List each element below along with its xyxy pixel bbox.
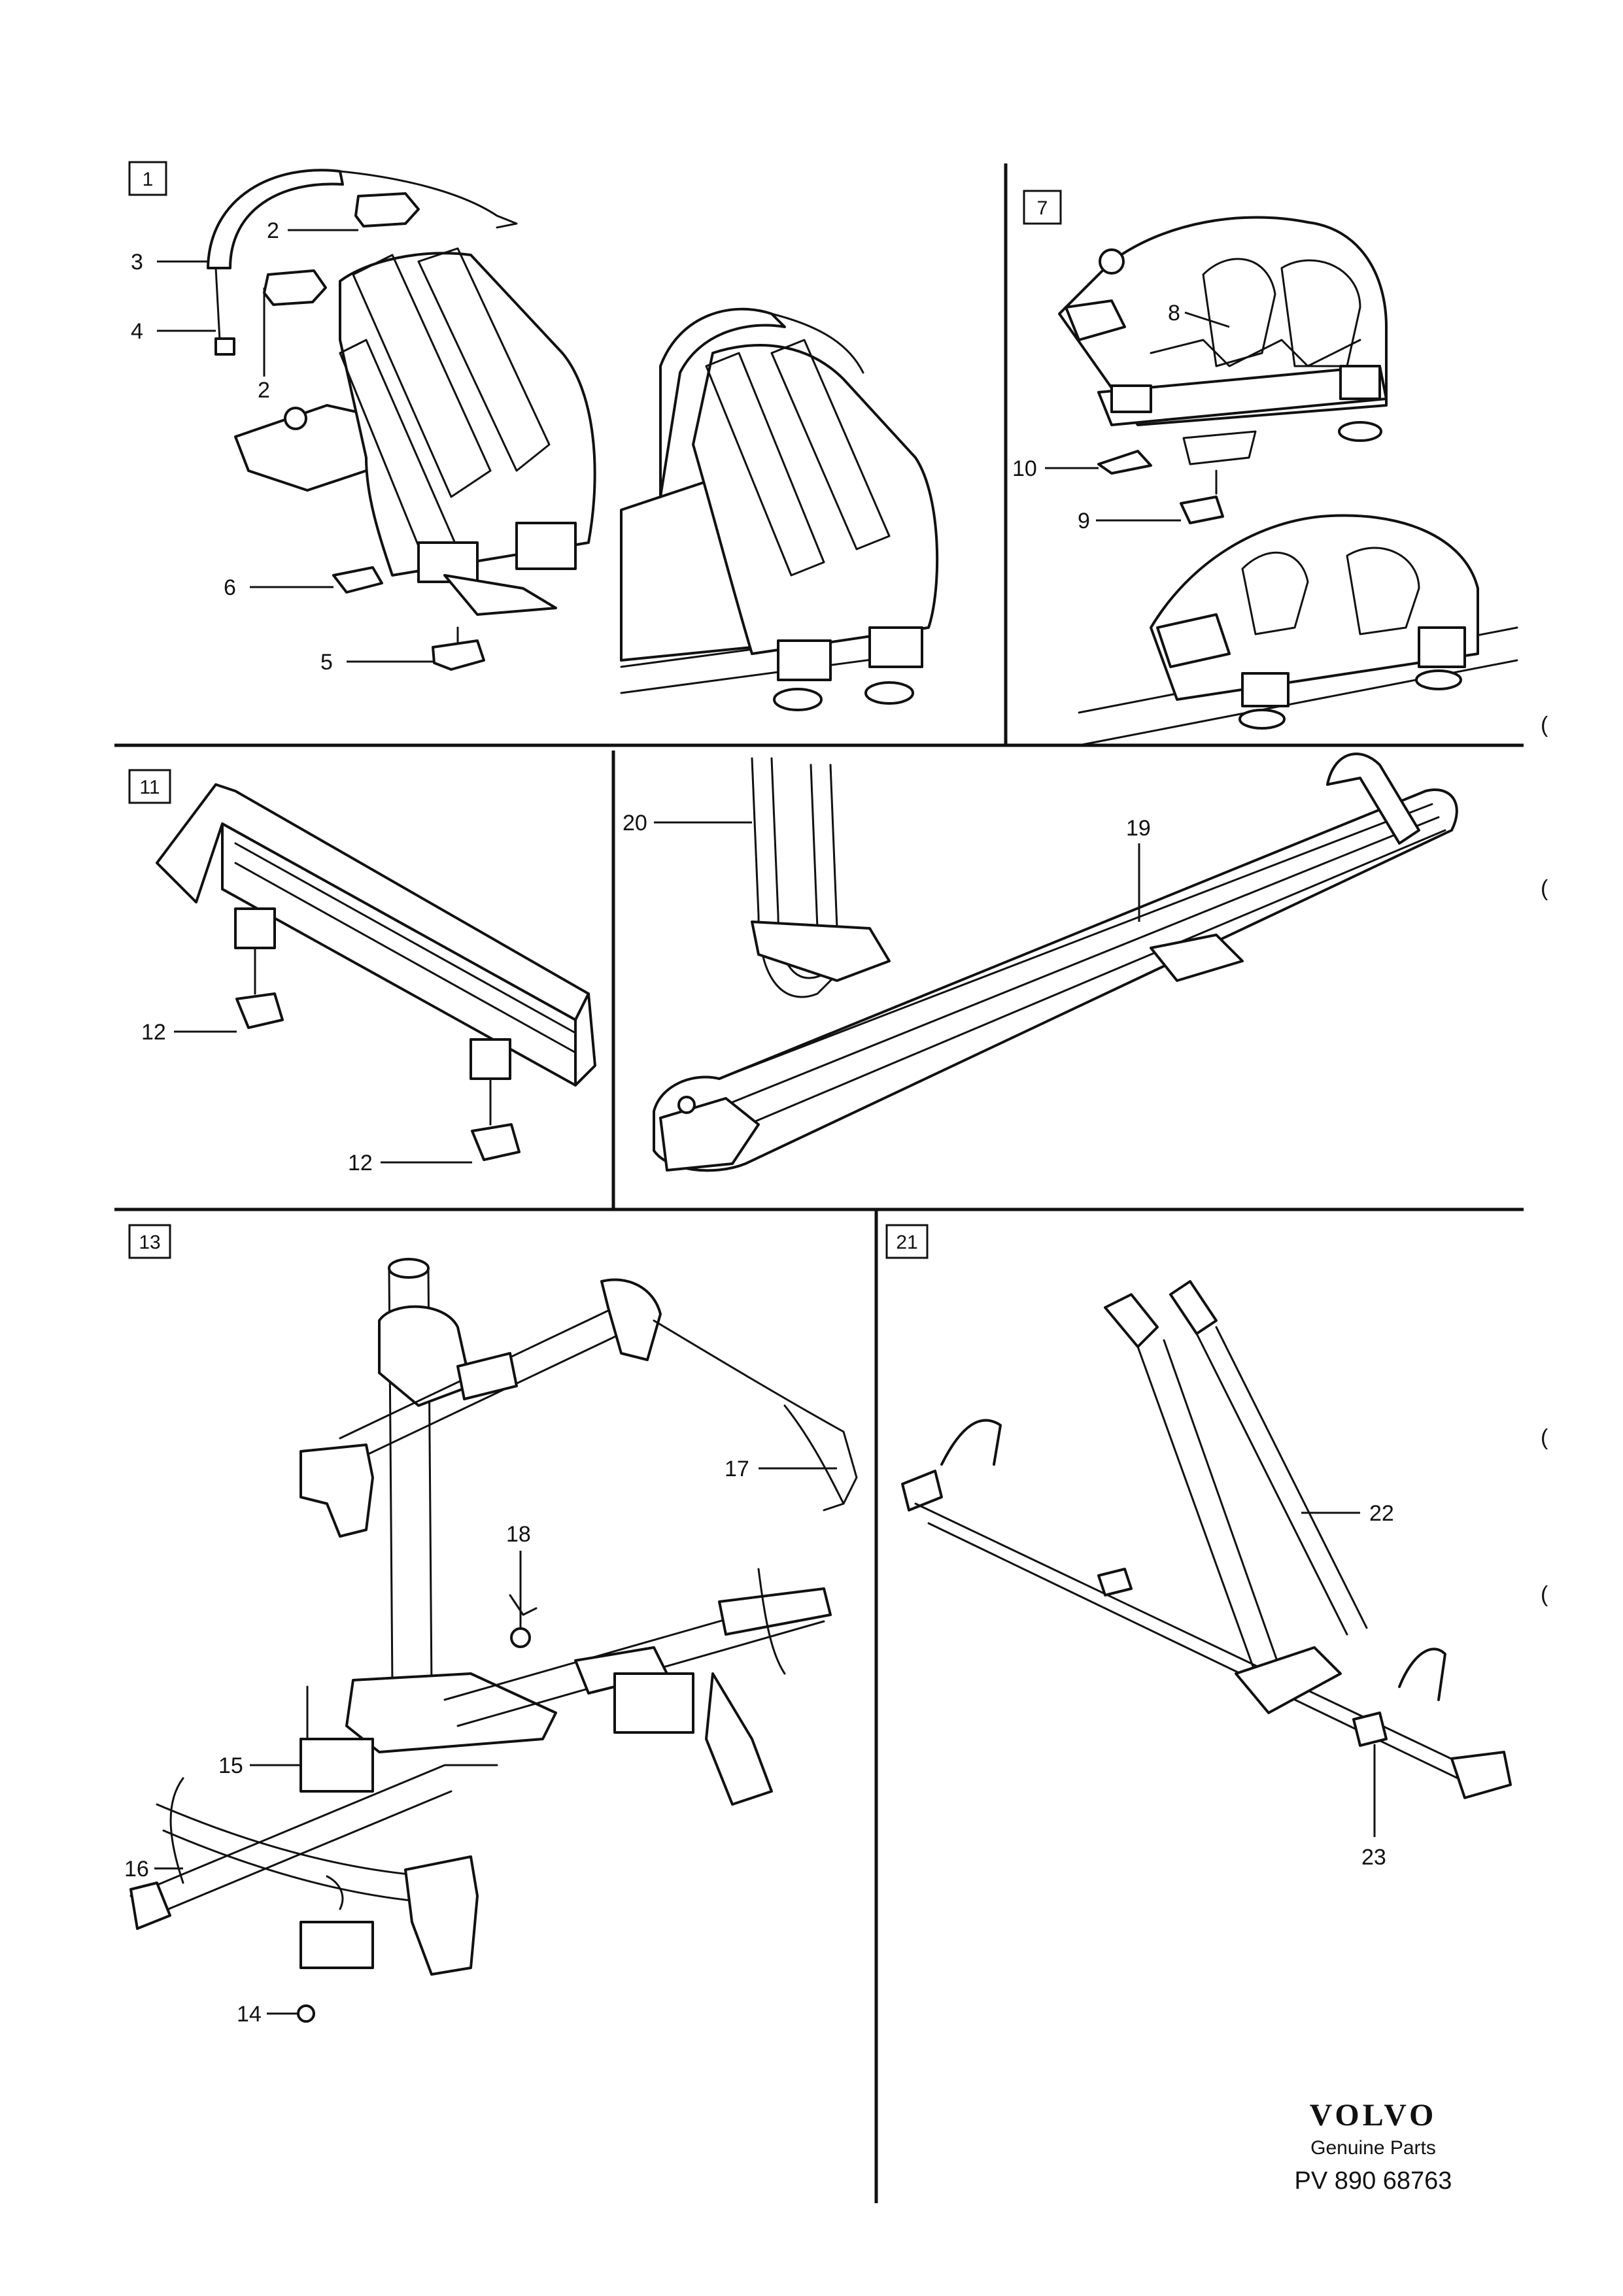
panel-13-towbar-rack-drawing	[129, 1258, 858, 2023]
panel-21-bike-holder-drawing	[901, 1280, 1512, 1799]
panel-21-callouts: 22 23	[1301, 1501, 1394, 1870]
callout-12-lower: 12	[348, 1151, 373, 1175]
brand-block: VOLVO Genuine Parts PV 890 68763	[1256, 2097, 1491, 2195]
panel-13-callouts: 18 17 15 16 14	[124, 1457, 837, 2027]
callout-10: 10	[1012, 456, 1037, 481]
svg-text:11: 11	[139, 777, 160, 798]
svg-text:(: (	[1541, 1425, 1548, 1450]
callout-17: 17	[725, 1457, 749, 1481]
volvo-logo: VOLVO	[1309, 2098, 1437, 2133]
callout-3: 3	[131, 250, 143, 275]
svg-text:7: 7	[1037, 197, 1048, 219]
callout-4: 4	[131, 319, 143, 344]
part-code: PV 890 68763	[1294, 2167, 1452, 2195]
svg-text:1: 1	[143, 169, 154, 190]
panel-7-carrier-drawing	[1058, 216, 1518, 747]
callout-2-upper: 2	[267, 218, 279, 243]
panel-11-rack-drawing	[156, 783, 596, 1161]
callout-20: 20	[623, 811, 647, 836]
callout-9: 9	[1078, 509, 1090, 533]
svg-text:(: (	[1541, 713, 1548, 737]
callout-8: 8	[1168, 301, 1180, 326]
panel-7-callouts: 8 10 9	[1012, 301, 1230, 533]
panel-box-1: 1	[128, 161, 167, 196]
panel-1-callouts: 3 2 4 2 6 5	[131, 218, 433, 675]
panel-box-11: 11	[128, 769, 171, 804]
panel-box-21: 21	[885, 1224, 929, 1259]
svg-text:13: 13	[139, 1232, 160, 1253]
callout-22: 22	[1369, 1501, 1394, 1526]
svg-text:(: (	[1541, 876, 1548, 901]
callout-23: 23	[1361, 1845, 1386, 1870]
svg-text:21: 21	[896, 1232, 917, 1253]
callout-16: 16	[124, 1857, 149, 1882]
callout-14: 14	[237, 2002, 262, 2027]
panel-box-7: 7	[1023, 190, 1062, 225]
callout-12-upper: 12	[141, 1020, 166, 1045]
callout-15: 15	[218, 1753, 243, 1778]
panel-1-ski-carrier-drawing	[207, 169, 939, 711]
callout-5: 5	[320, 650, 333, 675]
svg-text:(: (	[1541, 1582, 1548, 1607]
panel-11-callouts: 12 12	[141, 1020, 472, 1175]
panel-19-tray-drawing	[653, 752, 1458, 1172]
callout-2-lower: 2	[258, 378, 270, 403]
callout-6: 6	[224, 575, 236, 600]
brand-subtitle: Genuine Parts	[1310, 2137, 1436, 2159]
panel-dividers	[114, 163, 1524, 2203]
callout-19: 19	[1126, 816, 1151, 841]
panel-19-callouts: 20 19	[623, 811, 1151, 922]
panel-box-13: 13	[128, 1224, 171, 1259]
margin-marks: ( ( ( (	[1541, 713, 1548, 1607]
callout-18: 18	[506, 1522, 531, 1547]
